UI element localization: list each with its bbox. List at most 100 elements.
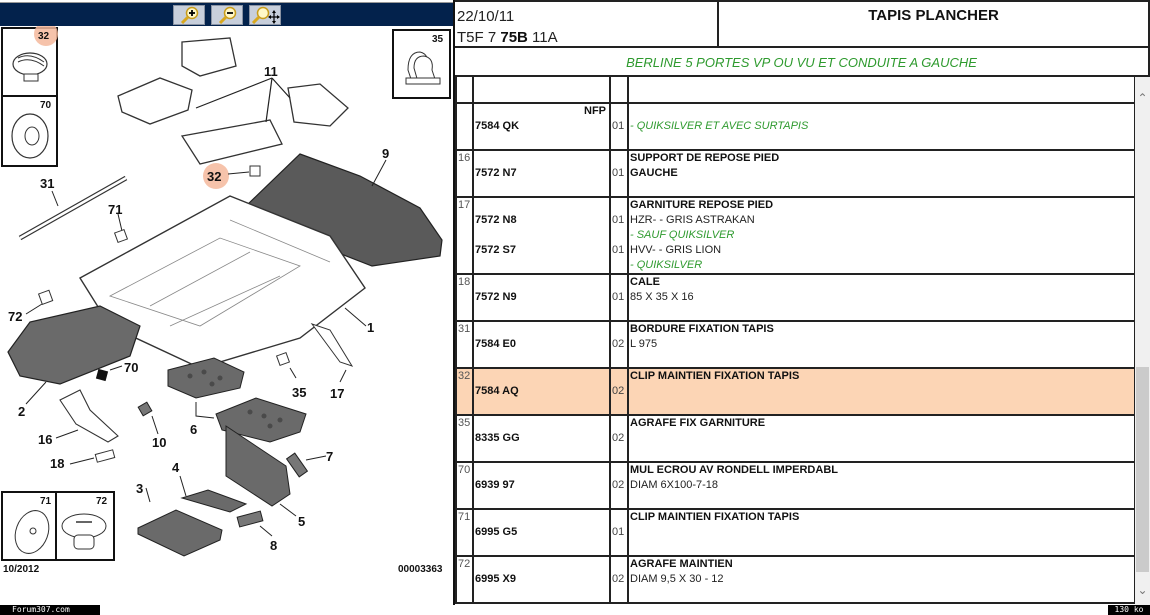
- part-ref[interactable]: 8335 GG: [475, 432, 520, 444]
- part-refs: 7584 ER: [472, 77, 611, 104]
- zoom-in-button[interactable]: [172, 4, 205, 25]
- callout-18: 18: [50, 456, 64, 471]
- qty-spacer: [612, 463, 626, 478]
- ref-spacer: [475, 275, 608, 290]
- part-quantities: 02: [609, 461, 629, 510]
- block-10: [137, 401, 153, 417]
- part-ref[interactable]: 6939 97: [475, 479, 515, 491]
- part-ref[interactable]: [475, 228, 608, 243]
- inset-box-72: [55, 491, 115, 561]
- part-qty: 01: [612, 167, 625, 179]
- part-title: AGRAFE MAINTIEN: [630, 558, 733, 570]
- panel-3: [137, 509, 223, 557]
- scroll-up-arrow-icon[interactable]: ⌃: [1137, 91, 1148, 105]
- callout-31: 31: [40, 176, 54, 191]
- part-number: 18: [455, 273, 474, 322]
- part-ref[interactable]: 7572 N7: [475, 167, 517, 179]
- callout-1: 1: [367, 320, 374, 335]
- parts-table-viewport: 7584 ER01- AVEC SURTAPIS SAUF QUIKSILVER…: [455, 77, 1135, 605]
- inset-label-35: 35: [432, 34, 444, 45]
- part-description: - QUIKSILVER ET AVEC SURTAPIS: [627, 102, 1135, 151]
- code-prefix: T5F 7: [457, 29, 501, 46]
- part-title: CLIP MAINTIEN FIXATION TAPIS: [630, 370, 800, 382]
- callout-10: 10: [152, 435, 166, 450]
- insulation-6a: [167, 357, 245, 399]
- part-title: SUPPORT DE REPOSE PIED: [630, 152, 780, 164]
- part-title: CLIP MAINTIEN FIXATION TAPIS: [630, 511, 800, 523]
- pan-button[interactable]: [248, 4, 281, 25]
- qty-spacer: [612, 510, 626, 525]
- qty-spacer: [612, 322, 626, 337]
- part-ref[interactable]: 7584 E0: [475, 338, 516, 350]
- part-qty: 02: [612, 385, 625, 397]
- part-ref[interactable]: 6995 X9: [475, 573, 516, 585]
- ref-spacer: [475, 369, 608, 384]
- part-refs: 8335 GG: [472, 414, 611, 463]
- callout-72: 72: [8, 309, 22, 324]
- diagram-ref-code: 00003363: [398, 564, 443, 575]
- callout-71: 71: [108, 202, 122, 217]
- part-refs: 7572 N7: [472, 149, 611, 198]
- header-date: 22/10/11: [457, 8, 515, 25]
- exploded-parts-diagram: 32 70 35: [0, 22, 453, 605]
- part-number: 72: [455, 555, 474, 604]
- inset-label-72: 72: [96, 496, 108, 507]
- part-number: 70: [455, 461, 474, 510]
- part-qty: 01: [612, 120, 625, 132]
- part-refs: 6939 97: [472, 461, 611, 510]
- part-description: AGRAFE FIX GARNITURE: [627, 414, 1135, 463]
- part-number: 16: [455, 149, 474, 198]
- washer-70-icon: [11, 113, 49, 159]
- zoom-out-button[interactable]: [210, 4, 243, 25]
- inset-box-35: [392, 29, 451, 99]
- part-detail: L 975: [630, 338, 658, 350]
- scrollbar-thumb[interactable]: [1136, 367, 1149, 572]
- diagram-date: 10/2012: [3, 564, 40, 575]
- part-number: 32: [455, 367, 474, 416]
- part-refs: 6995 X9: [472, 555, 611, 604]
- part-refs: 7572 N9: [472, 273, 611, 322]
- part-ref[interactable]: 7584 AQ: [475, 385, 519, 397]
- part-ref[interactable]: 7572 N8: [475, 214, 517, 226]
- header-code: T5F 7 75B 11A: [457, 27, 715, 48]
- magnifier-minus-icon: [218, 6, 236, 24]
- callout-70: 70: [124, 360, 138, 375]
- block-7: [285, 452, 309, 478]
- part-ref[interactable]: 7584 QK: [475, 120, 520, 132]
- part-description: CLIP MAINTIEN FIXATION TAPIS: [627, 367, 1135, 416]
- part-refs: 7584 AQ: [472, 367, 611, 416]
- part-ref[interactable]: 7572 S7: [475, 244, 516, 256]
- part-row[interactable]: 7584 ER01- AVEC SURTAPIS SAUF QUIKSILVER: [455, 77, 1135, 104]
- inset-label-32: 32: [38, 31, 50, 42]
- callout-3: 3: [136, 481, 143, 496]
- scroll-down-arrow-icon[interactable]: ⌄: [1137, 583, 1148, 597]
- callout-32-highlight: [203, 163, 229, 189]
- part-refs: 7584 E0: [472, 320, 611, 369]
- page-title: TAPIS PLANCHER: [868, 7, 999, 24]
- part-number: 31: [455, 320, 474, 369]
- part-quantities: 01: [609, 508, 629, 557]
- part-condition: - SAUF QUIKSILVER: [630, 229, 735, 241]
- zoom-toolbar: [0, 2, 453, 26]
- ref-spacer: [475, 416, 608, 431]
- part-quantities: 01: [609, 102, 629, 151]
- part-qty: 02: [612, 479, 625, 491]
- part-detail: 85 X 35 X 16: [630, 291, 694, 303]
- vertical-scrollbar[interactable]: ⌃ ⌄: [1135, 77, 1150, 605]
- part-ref[interactable]: 6995 G5: [475, 526, 518, 538]
- part-condition: - QUIKSILVER: [630, 259, 703, 271]
- highlight-marker: [34, 22, 58, 46]
- part-ref[interactable]: 7572 N9: [475, 291, 517, 303]
